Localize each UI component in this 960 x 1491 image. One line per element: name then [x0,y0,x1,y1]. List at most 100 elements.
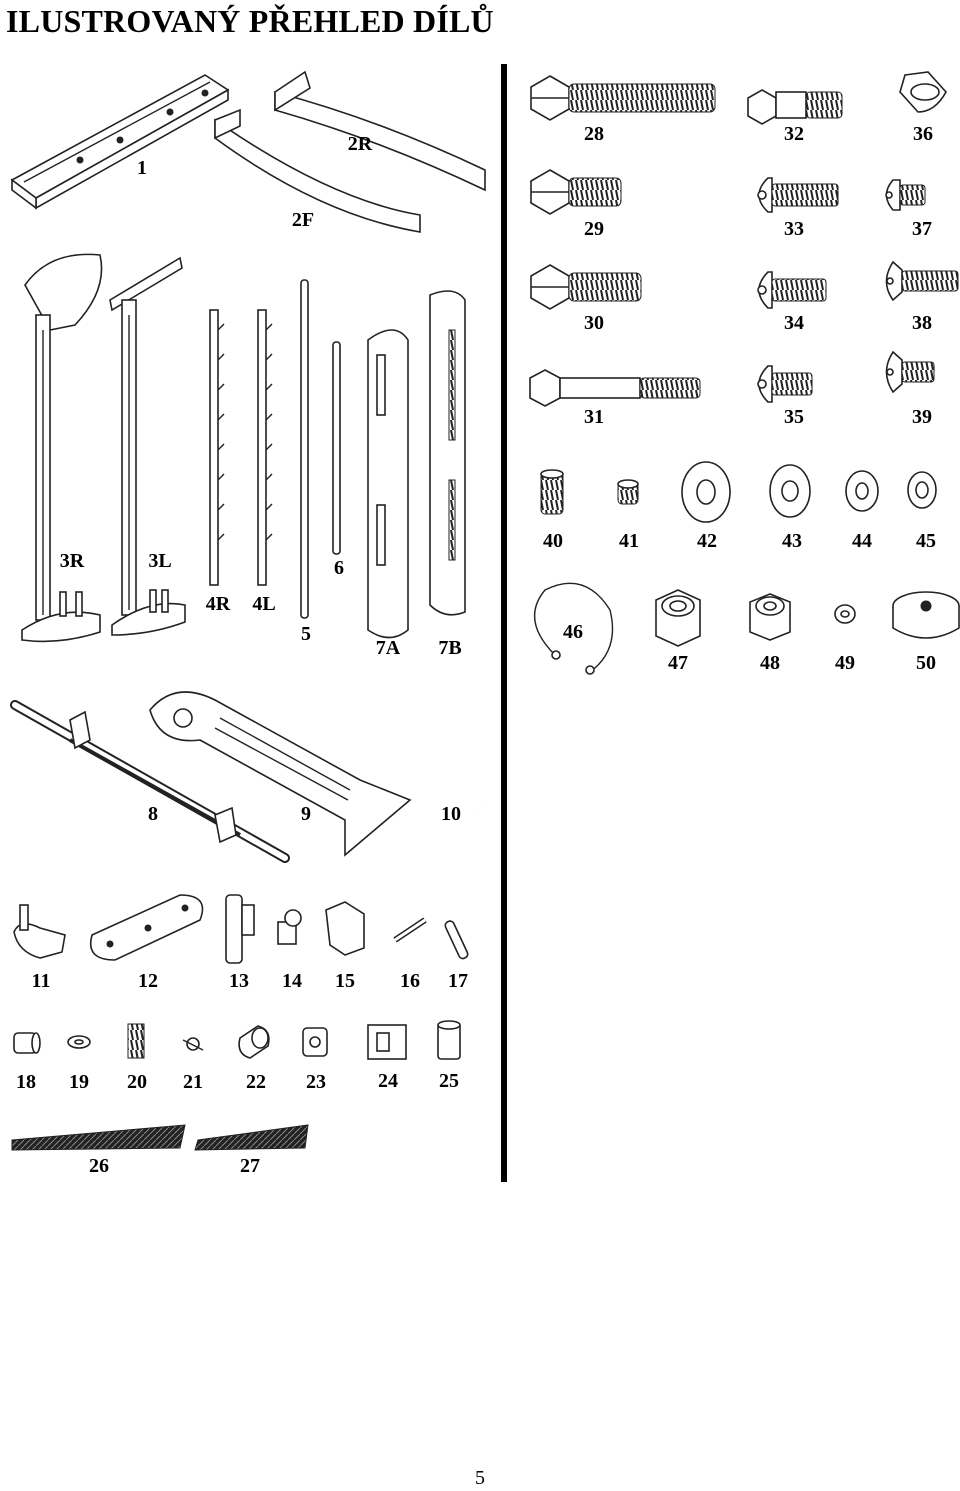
label-part-27: 27 [240,1155,260,1177]
part-37-small-screw [885,179,926,211]
part-18-bushing [13,1032,41,1054]
label-part-7a: 7A [376,637,401,659]
part-24-housing [367,1024,407,1060]
part-32-hex-bolt [747,89,843,125]
part-23-block [302,1027,328,1057]
label-part-24: 24 [378,1070,398,1092]
label-part-31: 31 [584,406,604,428]
part-22-roller [238,1025,270,1059]
label-part-10: 10 [441,803,461,825]
part-4r-hook-strip [209,309,225,586]
label-part-19: 19 [69,1071,89,1093]
part-45-lock-washer [907,471,937,509]
part-42-washer [681,461,731,523]
label-part-18: 18 [16,1071,36,1093]
part-12-plate [90,894,204,961]
label-part-48: 48 [760,652,780,674]
label-part-3r: 3R [60,550,85,572]
label-part-2r: 2R [348,133,373,155]
part-3l-left-upright [109,256,186,636]
part-33-button-screw [757,177,839,213]
label-part-37: 37 [912,218,932,240]
part-50-foam-pad [892,591,960,639]
label-part-15: 15 [335,970,355,992]
part-14-pulley-bracket [277,909,302,945]
label-part-25: 25 [439,1070,459,1092]
label-part-14: 14 [282,970,302,992]
label-part-42: 42 [697,530,717,552]
label-part-23: 23 [306,1071,326,1093]
label-part-2f: 2F [292,209,314,231]
part-7a-cover [367,329,409,639]
label-part-33: 33 [784,218,804,240]
label-part-45: 45 [916,530,936,552]
part-38-flat-screw [885,260,959,302]
part-21-spring-clip [182,1037,204,1051]
label-part-4r: 4R [206,593,231,615]
part-16-pin [393,917,427,943]
part-2r-rear-bracket [274,70,486,192]
part-15-clip [325,901,365,956]
label-part-5: 5 [301,623,311,645]
label-part-36: 36 [913,123,933,145]
label-part-28: 28 [584,123,604,145]
column-divider [501,64,507,1182]
label-part-43: 43 [782,530,802,552]
part-29-hex-bolt [530,169,622,215]
part-44-washer [845,470,879,512]
part-4l-hook-strip [257,309,273,586]
label-part-50: 50 [916,652,936,674]
label-part-26: 26 [89,1155,109,1177]
label-part-21: 21 [183,1071,203,1093]
label-part-7b: 7B [438,637,461,659]
part-26-cable [11,1124,186,1151]
page-title: ILUSTROVANÝ PŘEHLED DÍLŮ [6,3,494,39]
part-43-washer [769,464,811,518]
part-5-long-rod [300,279,309,619]
part-30-hex-bolt [530,264,642,310]
label-part-39: 39 [912,406,932,428]
label-part-40: 40 [543,530,563,552]
part-3r-right-upright [21,253,103,643]
part-2f-front-bracket [214,108,421,233]
part-28-hex-bolt [530,75,716,121]
label-part-6: 6 [334,557,344,579]
label-part-30: 30 [584,312,604,334]
label-part-46: 46 [563,621,583,643]
label-part-34: 34 [784,312,804,334]
part-47-lock-nut [655,589,701,647]
label-part-29: 29 [584,218,604,240]
label-part-35: 35 [784,406,804,428]
part-39-flat-screw [885,350,935,394]
part-8-lever-bar [10,700,290,863]
label-part-20: 20 [127,1071,147,1093]
part-6-short-rod [332,341,341,555]
label-part-3l: 3L [148,550,171,572]
label-part-1: 1 [137,157,147,179]
label-part-17: 17 [448,970,468,992]
label-part-11: 11 [32,970,51,992]
part-27-cable [194,1124,309,1151]
parts-diagram: 1 2R 2F 3R 3L 4R 4L 5 6 7A 7B 8 9 10 11 … [10,70,960,1177]
part-7b-cover [429,290,466,616]
label-part-8: 8 [148,803,158,825]
part-31-hex-bolt [529,369,701,407]
page-number: 5 [475,1467,485,1489]
part-13-tube-bracket [225,894,255,964]
part-9-arm-frame [149,691,412,857]
part-49-small-nut [834,604,856,624]
part-17-link [444,920,469,960]
part-41-set-screw [617,479,639,505]
label-part-9: 9 [301,803,311,825]
label-part-47: 47 [668,652,688,674]
label-part-4l: 4L [252,593,275,615]
part-48-lock-nut [749,593,791,641]
label-part-38: 38 [912,312,932,334]
part-46-snap-ring [533,582,614,675]
label-part-22: 22 [246,1071,266,1093]
label-part-13: 13 [229,970,249,992]
label-part-32: 32 [784,123,804,145]
part-19-washer [67,1035,91,1049]
label-part-44: 44 [852,530,872,552]
label-part-12: 12 [138,970,158,992]
